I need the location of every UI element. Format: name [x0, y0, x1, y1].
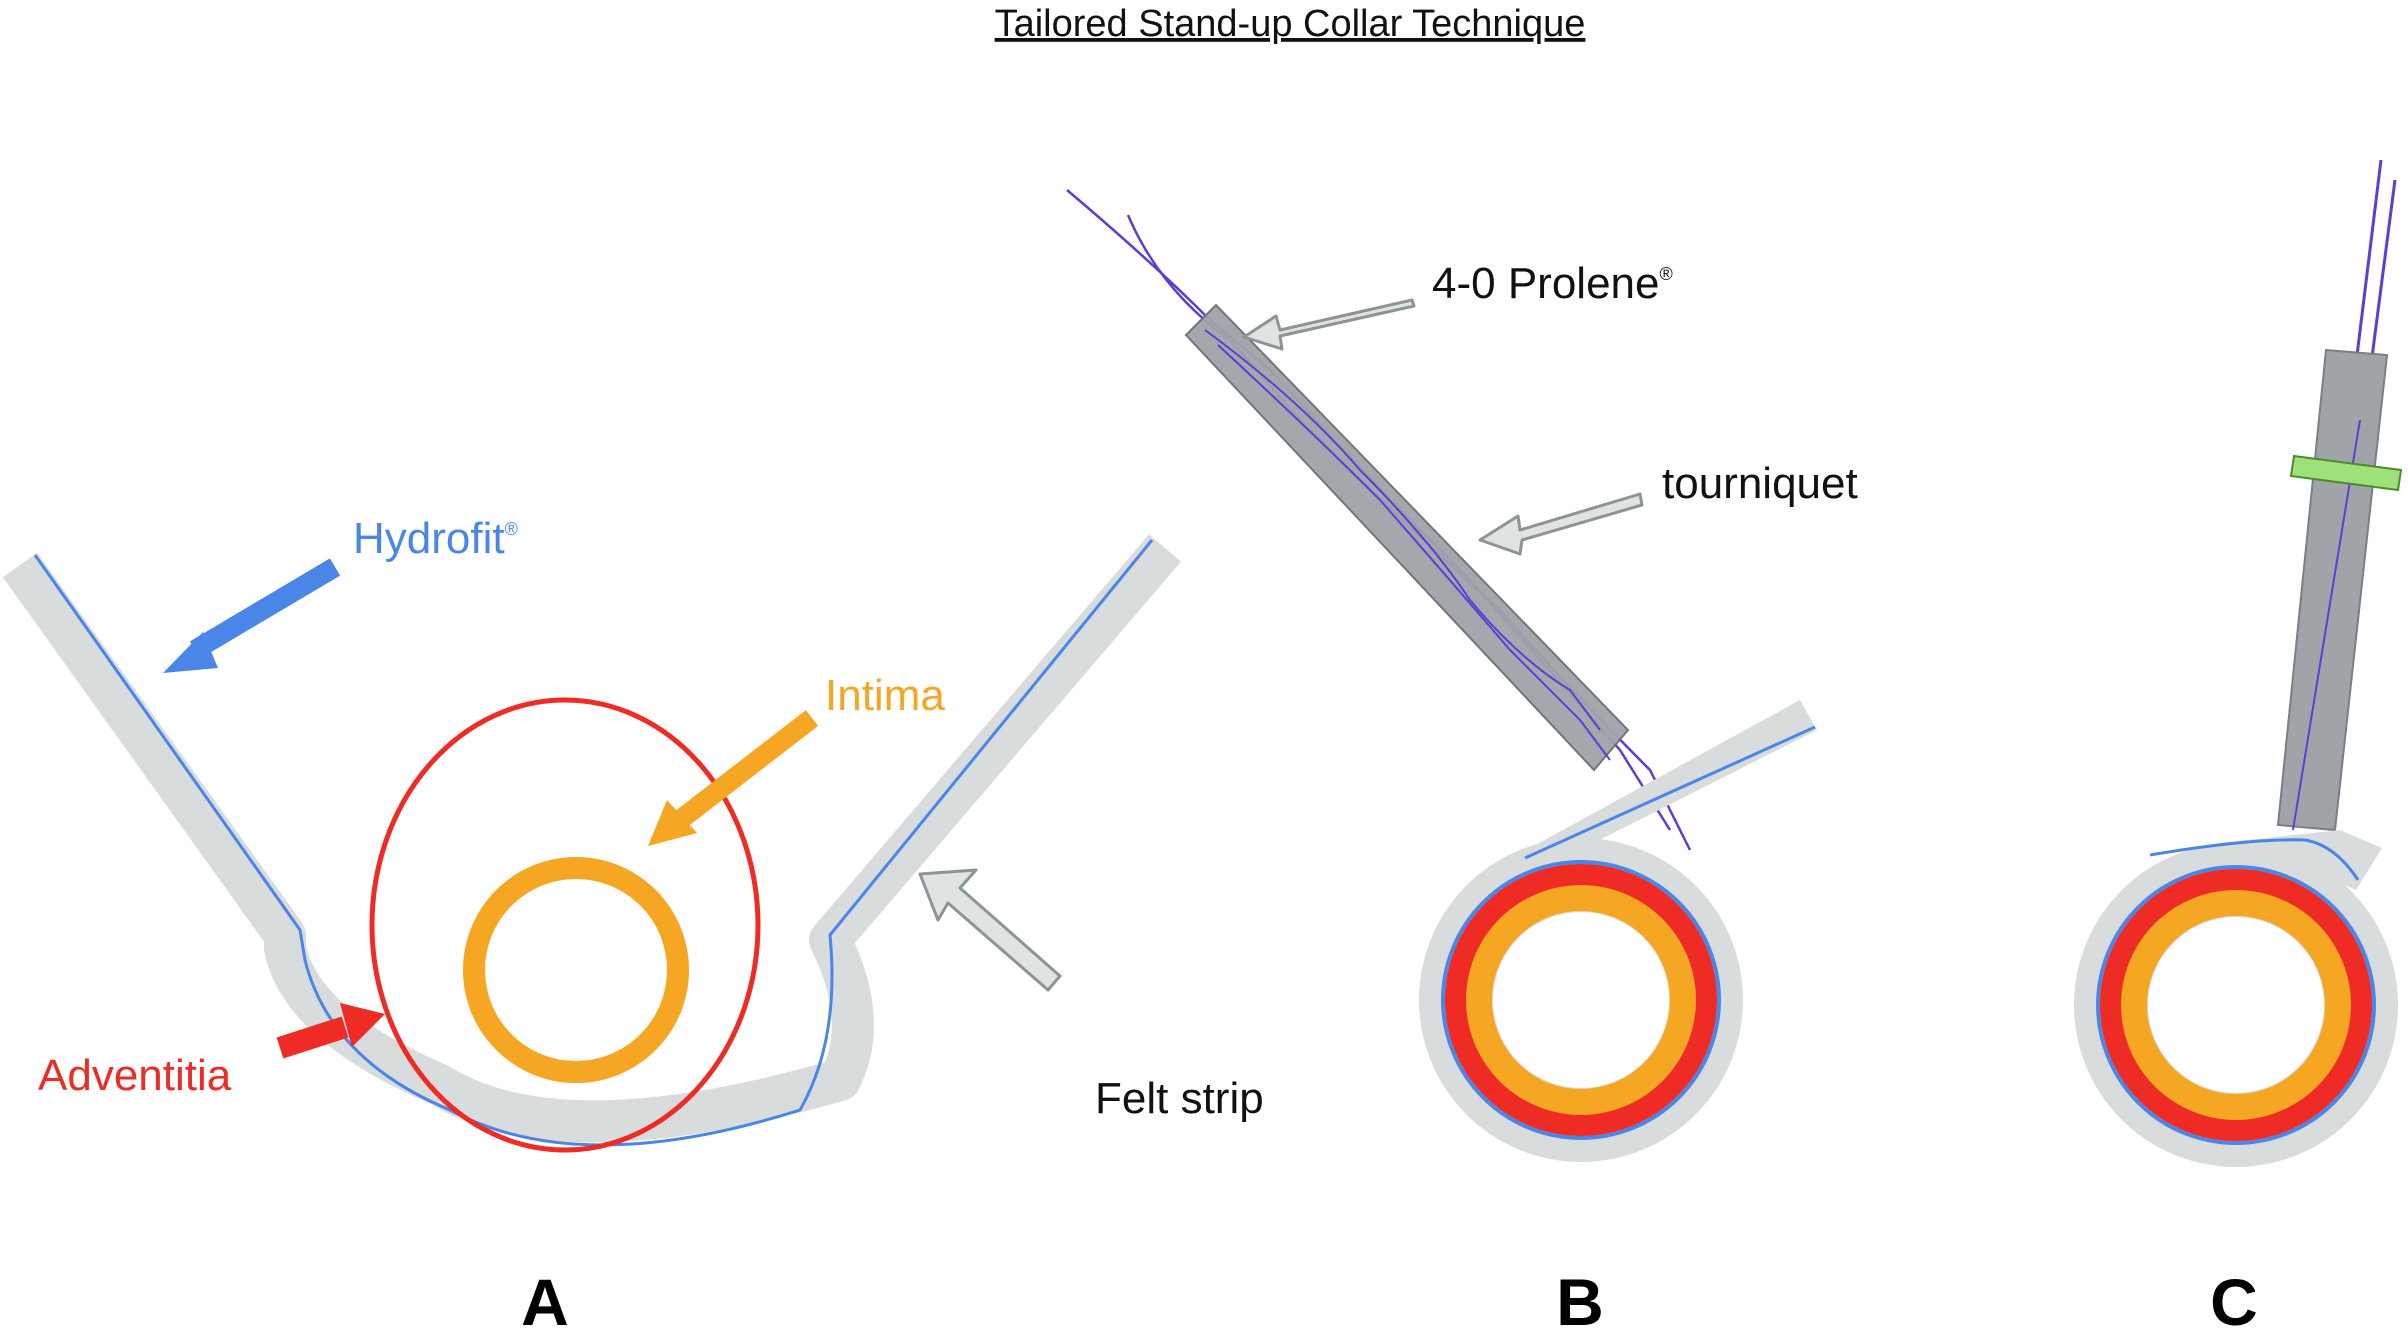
hydrofit-ring-b — [1441, 860, 1721, 1140]
intima-ring-c — [2121, 890, 2351, 1120]
panel-c: C — [2074, 159, 2403, 1328]
hydrofit-flap-c — [2149, 838, 2360, 881]
diagram-title: Tailored Stand-up Collar Technique — [995, 3, 1586, 45]
suture-c-3 — [2292, 419, 2361, 831]
tourniquet-arrow — [1478, 492, 1644, 556]
felt-strip-a — [2, 534, 1181, 1143]
intima-arrow — [648, 710, 819, 846]
adventitia-ring-b — [1445, 864, 1717, 1136]
intima-label: Intima — [825, 671, 945, 720]
suture-b-4 — [1217, 344, 1611, 761]
hydrofit-flap-b — [1524, 725, 1816, 860]
hydrofit-ring-c — [2096, 865, 2376, 1145]
hydrofit-arrow — [163, 558, 341, 673]
hydrofit-layer-a — [33, 539, 1154, 1147]
panel-a: Hydrofit® Intima Adventitia Felt strip A — [2, 514, 1264, 1328]
felt-flap-c — [2220, 830, 2382, 890]
suture-b-3 — [1204, 329, 1601, 731]
adventitia-ring-a — [369, 697, 761, 1153]
lumen-c — [2148, 917, 2324, 1093]
prolene-arrow — [1242, 298, 1416, 351]
panel-b: 4-0 Prolene® tourniquet B — [1066, 189, 1858, 1328]
prolene-label: 4-0 Prolene® — [1432, 259, 1673, 308]
panel-label-c: C — [2210, 1265, 2258, 1328]
felt-strip-label: Felt strip — [1095, 1074, 1264, 1123]
adventitia-arrow — [276, 1003, 385, 1059]
clip-c — [2289, 454, 2403, 492]
adventitia-label: Adventitia — [38, 1051, 232, 1100]
hydrofit-label: Hydrofit® — [353, 514, 518, 563]
tourniquet-b — [1184, 303, 1630, 772]
intima-ring-b — [1466, 885, 1696, 1115]
intima-ring-a — [463, 857, 689, 1083]
felt-strip-arrow — [918, 868, 1062, 992]
felt-flap-b — [1530, 700, 1817, 860]
lumen-b — [1493, 912, 1669, 1088]
tourniquet-label: tourniquet — [1662, 459, 1858, 508]
panel-label-a: A — [521, 1265, 569, 1328]
panel-label-b: B — [1556, 1265, 1604, 1328]
adventitia-ring-c — [2100, 869, 2372, 1141]
